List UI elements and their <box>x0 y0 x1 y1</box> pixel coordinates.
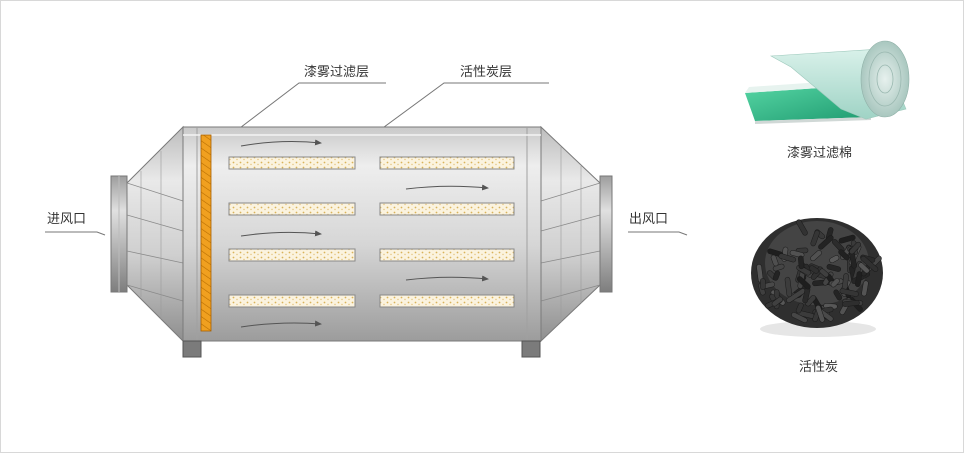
carbon-pellet <box>839 288 859 297</box>
carbon-pellet <box>770 254 779 267</box>
carbon-pellet <box>772 270 781 281</box>
carbon-pellet <box>795 302 804 314</box>
arrow-icon <box>240 320 322 328</box>
activated-carbon-pile-image <box>751 218 883 337</box>
label-inlet: 进风口 <box>47 212 87 227</box>
outlet-cone <box>540 125 601 343</box>
carbon-pellet <box>778 253 797 263</box>
carbon-pellet <box>791 312 808 323</box>
arrow-icon <box>240 230 322 237</box>
carbon-pellet <box>838 234 856 244</box>
inlet-flange <box>110 175 128 293</box>
carbon-pellet <box>826 264 842 272</box>
carbon-pellet <box>842 300 860 307</box>
inlet-cone <box>126 125 184 343</box>
airflow-arrows <box>240 139 489 328</box>
carbon-pellet <box>860 255 879 272</box>
port-indicator-lines <box>45 231 688 236</box>
arrow-icon <box>240 139 322 147</box>
carbon-layer <box>228 202 356 216</box>
filter-cotton-roll-image <box>745 40 910 124</box>
carbon-pellet <box>838 249 850 261</box>
carbon-pellet <box>796 219 808 236</box>
carbon-pellet <box>819 268 829 278</box>
label-activated-carbon: 活性炭 <box>799 360 839 375</box>
carbon-pellet <box>829 255 840 264</box>
carbon-pellet <box>818 235 834 250</box>
carbon-pellet <box>796 276 811 290</box>
carbon-pellet <box>810 230 820 247</box>
carbon-pellet <box>815 304 825 323</box>
carbon-layer <box>379 248 515 262</box>
carbon-layers-left <box>228 156 356 308</box>
carbon-pellet <box>833 289 843 301</box>
carbon-pellet <box>861 280 869 297</box>
label-outlet: 出风口 <box>629 212 669 227</box>
carbon-pellet <box>858 262 870 274</box>
paint-mist-filter-layer <box>200 134 212 332</box>
arrow-icon <box>405 184 489 191</box>
label-paint-mist-cotton: 漆雾过滤棉 <box>787 146 853 161</box>
support-feet <box>182 340 541 358</box>
carbon-pellet <box>760 278 766 290</box>
arrow-icon <box>405 275 489 282</box>
carbon-pellet <box>784 276 793 298</box>
carbon-pellet <box>849 241 861 255</box>
carbon-pellet <box>798 255 805 270</box>
carbon-pellet <box>771 296 783 307</box>
carbon-layer <box>228 156 356 170</box>
carbon-pellet <box>809 265 819 274</box>
carbon-pellet <box>830 278 840 288</box>
carbon-layers-right <box>379 156 515 308</box>
carbon-layer <box>228 294 356 308</box>
label-paint-mist-layer: 漆雾过滤层 <box>304 65 370 80</box>
carbon-layer <box>379 294 515 308</box>
label-activated-carbon-layer: 活性炭层 <box>460 65 513 80</box>
carbon-layer <box>379 202 515 216</box>
carbon-pellet <box>855 271 863 287</box>
outlet-flange <box>599 175 613 293</box>
carbon-pellet <box>810 250 822 262</box>
carbon-pellet <box>805 295 816 307</box>
carbon-layer <box>228 248 356 262</box>
carbon-layer <box>379 156 515 170</box>
